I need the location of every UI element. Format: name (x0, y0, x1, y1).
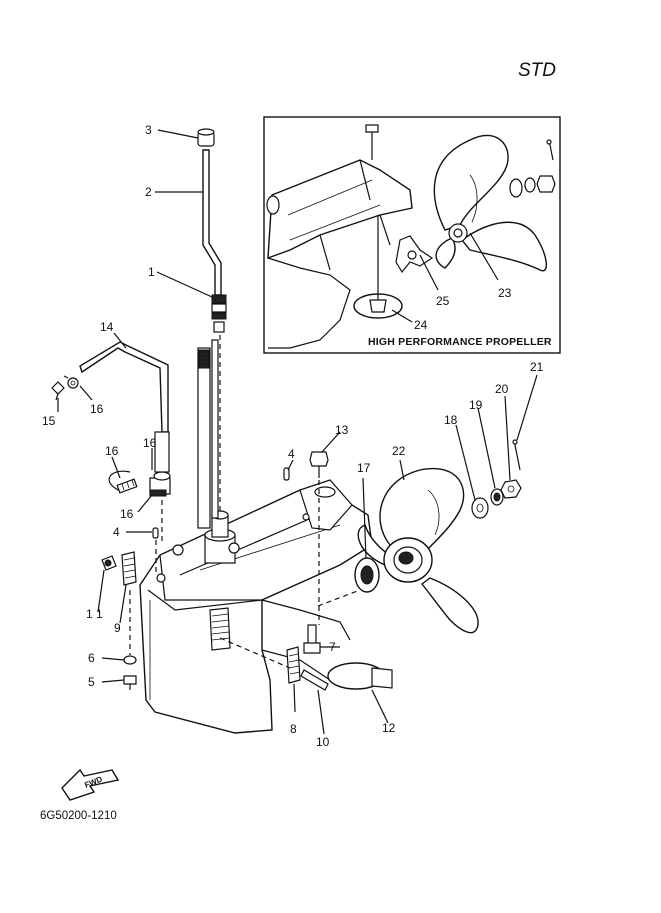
part-17-thrust-washer (354, 557, 380, 593)
part-9-trim-tab (121, 551, 137, 586)
part-21-cotter-pin (512, 439, 521, 471)
shift-rod (211, 339, 219, 519)
part-18-spacer (471, 497, 489, 519)
part-16-clip-c (149, 471, 171, 497)
part-15-nipple (51, 381, 65, 401)
callout-23: 23 (498, 286, 512, 300)
fwd-arrow: FWD (61, 768, 120, 801)
part-8-anode (286, 646, 301, 684)
callout-12: 12 (382, 721, 396, 735)
callout-22: 22 (392, 444, 406, 458)
part-16-clip-a (63, 375, 79, 389)
inset-title: HIGH PERFORMANCE PROPELLER (368, 336, 552, 348)
part-12-anode (327, 662, 393, 690)
callout-18: 18 (444, 413, 458, 427)
callout-1: 1 (148, 265, 155, 279)
inset-tab-washer (395, 235, 434, 274)
inset-hardware (509, 139, 556, 198)
callout-16-c: 16 (105, 444, 119, 458)
callout-16-d: 16 (120, 507, 134, 521)
callout-4-b: 4 (113, 525, 120, 539)
part-4-dowel-b (152, 527, 159, 539)
assembly-lines (129, 335, 361, 669)
callout-8: 8 (290, 722, 297, 736)
part-13-bolt (309, 451, 329, 478)
callout-3: 3 (145, 123, 152, 137)
inset-propeller (433, 134, 547, 272)
callout-13: 13 (335, 423, 349, 437)
part-22-propeller (357, 467, 479, 634)
callout-21: 21 (530, 360, 544, 374)
part-3-grommet (197, 128, 215, 147)
callout-19: 19 (469, 398, 483, 412)
callout-2: 2 (145, 185, 152, 199)
drive-shaft (197, 347, 211, 529)
callout-16-a: 16 (90, 402, 104, 416)
inset-anode (353, 215, 403, 319)
part-19-washer (490, 488, 504, 506)
callout-10: 10 (316, 735, 330, 749)
callout-5: 5 (88, 675, 95, 689)
part-5-bolt (123, 675, 137, 690)
callout-7: 7 (329, 640, 336, 654)
part-2-water-tube (202, 149, 222, 296)
part-20-nut (500, 479, 522, 499)
inset-bolt (365, 124, 379, 160)
part-16-clip-b (108, 470, 138, 494)
callout-leaders (57, 129, 538, 735)
part-6-washer (123, 655, 137, 665)
part-4-dowel-a (283, 467, 290, 481)
callout-4-a: 4 (288, 447, 295, 461)
part-1-grommets (211, 294, 227, 333)
callout-15: 15 (42, 414, 56, 428)
callout-16-b: 16 (143, 436, 157, 450)
callout-9: 9 (114, 621, 121, 635)
callout-20: 20 (495, 382, 509, 396)
part-7-bolt (303, 624, 321, 654)
callout-14: 14 (100, 320, 114, 334)
diagram-code: 6G50200-1210 (40, 810, 117, 822)
variant-label: STD (518, 60, 556, 81)
callout-24: 24 (414, 318, 428, 332)
lower-unit-gearcase (139, 479, 373, 734)
callout-17: 17 (357, 461, 371, 475)
callout-25: 25 (436, 294, 450, 308)
callout-11: 1 1 (86, 607, 103, 621)
part-14-hose (79, 341, 170, 473)
callout-6: 6 (88, 651, 95, 665)
inset-gearcase (266, 159, 413, 349)
part-10-bolt (300, 669, 329, 691)
part-11-plug (101, 555, 117, 571)
